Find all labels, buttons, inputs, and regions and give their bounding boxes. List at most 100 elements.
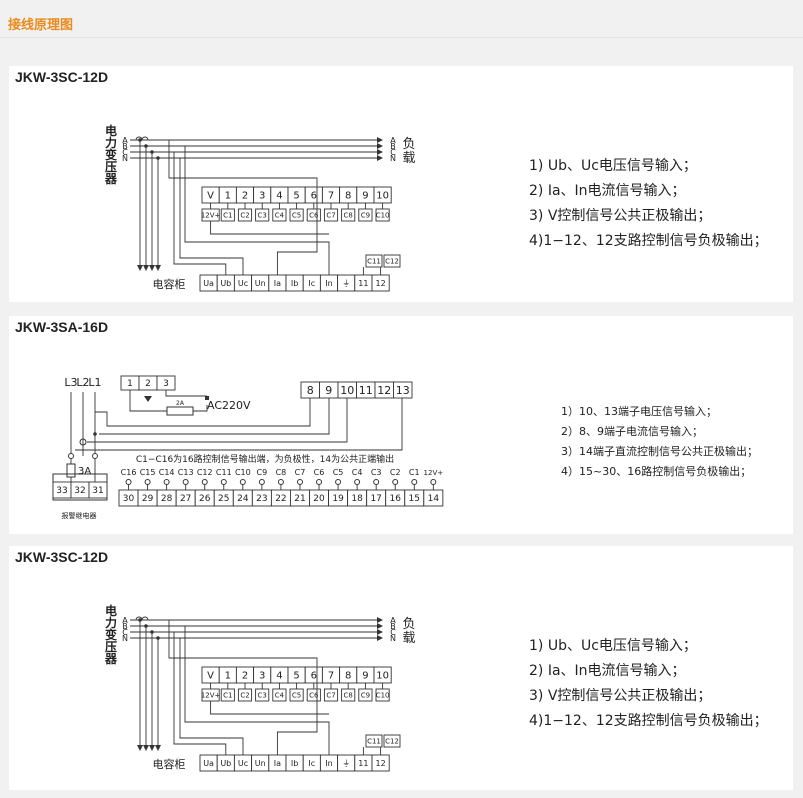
cap-terminal-point xyxy=(125,479,132,485)
cabinet-label: 电容柜 xyxy=(153,277,186,291)
terminal-top-label: 11 xyxy=(359,384,373,397)
cap-terminal-label: C9 xyxy=(361,692,370,700)
cap-terminal-point xyxy=(296,479,303,485)
terminal-bottom-label: 26 xyxy=(199,494,211,504)
cap-terminal-label: C11 xyxy=(367,738,381,746)
note-4: 4)1−12、12支路控制信号负极输出； xyxy=(529,233,768,249)
terminal-top-label: 10 xyxy=(376,671,389,682)
note-2: 2) Ia、In电流信号输入； xyxy=(529,183,686,199)
cap-terminal-label: 12V+ xyxy=(201,212,221,220)
cap-terminal-label: C12 xyxy=(385,258,399,266)
phase-label: A xyxy=(122,616,128,625)
cap-terminal-point xyxy=(411,479,418,485)
cap-label: C2 xyxy=(390,468,401,477)
cap-terminal-label: C3 xyxy=(258,692,267,700)
cap-label: C6 xyxy=(314,468,325,477)
load-label-char: 载 xyxy=(402,631,415,646)
arrowhead-icon xyxy=(377,629,383,635)
phase-label: A xyxy=(390,136,396,145)
source-label-char: 电 xyxy=(105,123,117,138)
cap-label: C5 xyxy=(333,468,344,477)
note-3: 3) V控制信号公共正极输出； xyxy=(529,688,712,704)
junction-dot xyxy=(150,630,154,634)
cap-terminal-label: C5 xyxy=(292,212,301,220)
cap-terminal-label: C7 xyxy=(326,212,335,220)
cap-terminal-label: C7 xyxy=(326,692,335,700)
cap-terminal-point xyxy=(316,479,323,485)
junction-dot xyxy=(156,636,160,640)
cap-label: C7 xyxy=(295,468,306,477)
arrowhead-icon xyxy=(137,265,143,271)
junction-dot xyxy=(138,138,142,142)
cap-terminal-point xyxy=(258,479,265,485)
terminal-top-label: 10 xyxy=(340,384,354,397)
terminal-bottom-label: In xyxy=(325,759,332,768)
control-wire xyxy=(210,701,329,715)
wire xyxy=(165,390,207,397)
panel-title: JKW-3SC-12D xyxy=(15,69,109,85)
relay-terminal-label: 32 xyxy=(74,486,85,496)
terminal-bottom-label: Un xyxy=(255,759,266,768)
source-label-char: 电 xyxy=(105,603,117,618)
source-label-char: 压 xyxy=(105,160,117,174)
arrowhead-icon xyxy=(377,143,383,149)
phase-label: C xyxy=(122,148,128,157)
cap-label: C14 xyxy=(159,468,175,477)
terminal-bottom-label: Ub xyxy=(220,279,231,288)
notes-list: 1）10、13端子电压信号输入； 2）8、9端子电流信号输入； 3）14端子直流… xyxy=(561,402,758,482)
terminal-top-label: 10 xyxy=(376,191,389,202)
terminal-top-label: 2 xyxy=(242,191,248,202)
voltage-wire xyxy=(75,398,403,451)
arrowhead-icon xyxy=(149,745,155,751)
cap-terminal-label: C10 xyxy=(376,212,390,220)
cap-terminal xyxy=(383,254,401,268)
terminal-top-label: 8 xyxy=(345,671,351,682)
line-label: L1 xyxy=(88,376,101,389)
phase-label: C xyxy=(390,628,396,637)
ac-terminal xyxy=(205,396,209,400)
note-3: 3）14端子直流控制信号公共正极输出； xyxy=(561,445,758,458)
fuse-3a-label: 3A xyxy=(78,466,91,477)
arrowhead-icon xyxy=(155,265,161,271)
line-label: L2 xyxy=(76,376,89,389)
junction-dot xyxy=(93,432,97,436)
terminal-bottom-label: 24 xyxy=(237,494,249,504)
junction-dot xyxy=(144,624,148,628)
arrowhead-icon xyxy=(377,137,383,143)
cap-label: C13 xyxy=(178,468,194,477)
note-2: 2) Ia、In电流信号输入； xyxy=(529,663,686,679)
terminal-bottom-label: 11 xyxy=(358,759,368,768)
relay-label: 报警继电器 xyxy=(62,511,97,520)
note-1: 1) Ub、Uc电压信号输入； xyxy=(529,638,697,654)
relay-terminal-label: 31 xyxy=(92,486,103,496)
terminal-bottom xyxy=(423,489,444,507)
cap-label: 12V+ xyxy=(424,469,444,477)
panel-title: JKW-3SA-16D xyxy=(15,319,109,335)
cap-terminal-label: C9 xyxy=(361,212,370,220)
cap-terminal-label: C1 xyxy=(223,212,232,220)
cap-label: C4 xyxy=(352,468,363,477)
terminal-bottom-label: 12 xyxy=(376,279,386,288)
terminal-top-label: 7 xyxy=(328,191,334,202)
cap-terminal-point xyxy=(182,479,189,485)
terminal-top-label: 1 xyxy=(225,191,231,202)
terminal-top xyxy=(393,381,413,399)
junction-dot xyxy=(150,150,154,154)
cap-label: C12 xyxy=(197,468,213,477)
voltage-wire-ub xyxy=(173,152,227,275)
terminal-bottom-label: 20 xyxy=(313,494,325,504)
cap-terminal-label: C2 xyxy=(240,692,249,700)
arrowhead-icon xyxy=(377,617,383,623)
terminal-bottom-label: 18 xyxy=(351,494,363,504)
voltage-wire xyxy=(87,398,348,443)
source-label-char: 变 xyxy=(105,147,117,162)
note-1: 1）10、13端子电压信号输入； xyxy=(561,405,717,418)
notes-list: 1) Ub、Uc电压信号输入； 2) Ia、In电流信号输入； 3) V控制信号… xyxy=(529,154,768,254)
cap-terminal-label: C3 xyxy=(258,212,267,220)
terminal-bottom-label: 15 xyxy=(409,494,420,504)
terminal-top-label: 9 xyxy=(362,671,368,682)
current-wire-ia xyxy=(168,620,318,755)
terminal-point xyxy=(68,453,74,459)
